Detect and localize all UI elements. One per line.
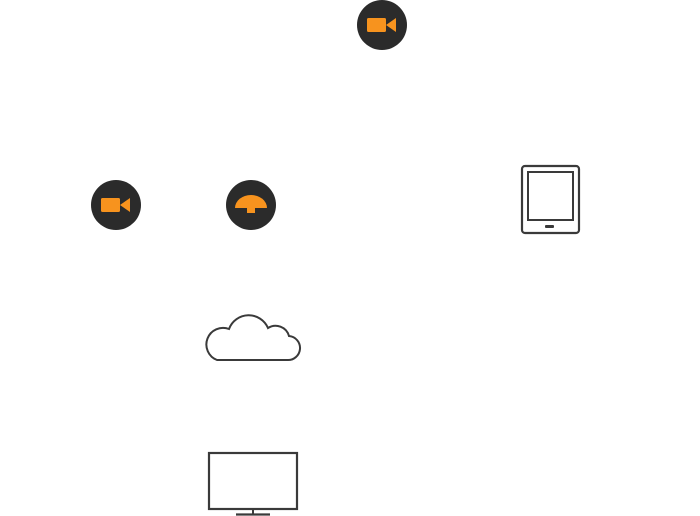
camera-left-node (91, 180, 141, 230)
monitor-icon (207, 451, 299, 516)
dome-camera-icon (235, 195, 267, 213)
camera-top-node (357, 0, 407, 50)
tablet-icon (520, 164, 581, 235)
cloud-node (201, 310, 303, 364)
dome-camera-node (226, 180, 276, 230)
video-camera-icon (367, 18, 396, 32)
tablet-node (520, 164, 582, 236)
video-camera-icon (101, 198, 130, 212)
monitor-node (206, 450, 300, 516)
cloud-icon (205, 314, 301, 362)
